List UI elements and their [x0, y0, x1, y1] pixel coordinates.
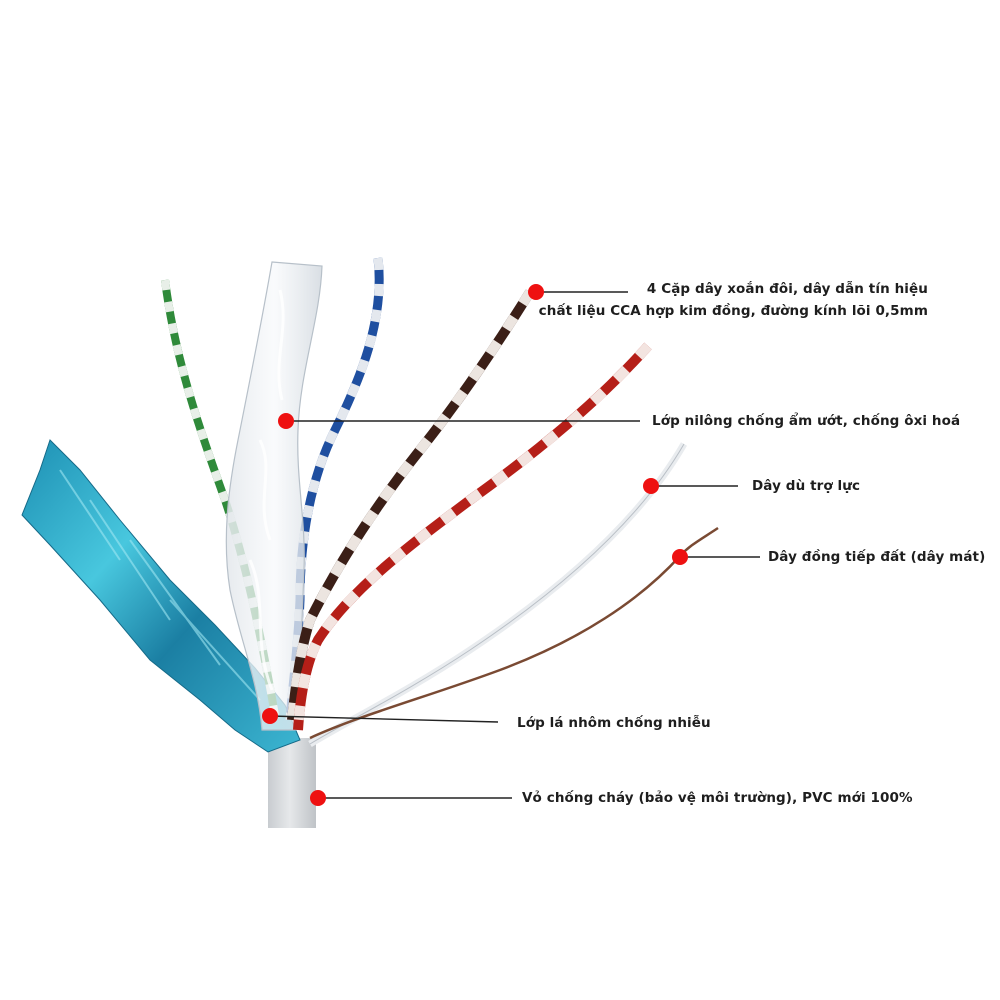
callout-drain: Dây đồng tiếp đất (dây mát)	[768, 546, 985, 568]
callout-pairs: 4 Cặp dây xoắn đôi, dây dẫn tín hiệu chấ…	[539, 278, 928, 322]
marker-ripcord	[643, 478, 659, 494]
callout-foil: Lớp lá nhôm chống nhiễu	[517, 712, 711, 734]
ripcord	[308, 442, 688, 748]
marker-foil	[262, 708, 278, 724]
callout-markers	[262, 284, 688, 806]
marker-jacket	[310, 790, 326, 806]
callout-jacket-text: Vỏ chống cháy (bảo vệ môi trường), PVC m…	[522, 790, 913, 806]
brown-twisted-pair	[287, 289, 535, 721]
marker-pairs	[528, 284, 544, 300]
callout-pairs-line-2: chất liệu CCA hợp kim đồng, đường kính l…	[538, 303, 928, 319]
nylon-wrap	[225, 261, 323, 731]
leader-lines	[269, 291, 760, 799]
orange-twisted-pair	[293, 342, 652, 731]
marker-nylon	[278, 413, 294, 429]
callout-foil-text: Lớp lá nhôm chống nhiễu	[517, 715, 711, 731]
pvc-jacket	[268, 738, 316, 828]
marker-drain	[672, 549, 688, 565]
callout-nylon-text: Lớp nilông chống ẩm ướt, chống ôxi hoá	[652, 413, 961, 429]
callout-ripcord: Dây dù trợ lực	[752, 475, 860, 497]
callout-nylon: Lớp nilông chống ẩm ướt, chống ôxi hoá	[652, 410, 960, 432]
callout-ripcord-text: Dây dù trợ lực	[752, 478, 861, 494]
callout-pairs-line-1: 4 Cặp dây xoắn đôi, dây dẫn tín hiệu	[646, 281, 928, 297]
callout-jacket: Vỏ chống cháy (bảo vệ môi trường), PVC m…	[522, 787, 913, 809]
callout-drain-text: Dây đồng tiếp đất (dây mát)	[768, 549, 986, 565]
drain-wire	[309, 526, 719, 740]
